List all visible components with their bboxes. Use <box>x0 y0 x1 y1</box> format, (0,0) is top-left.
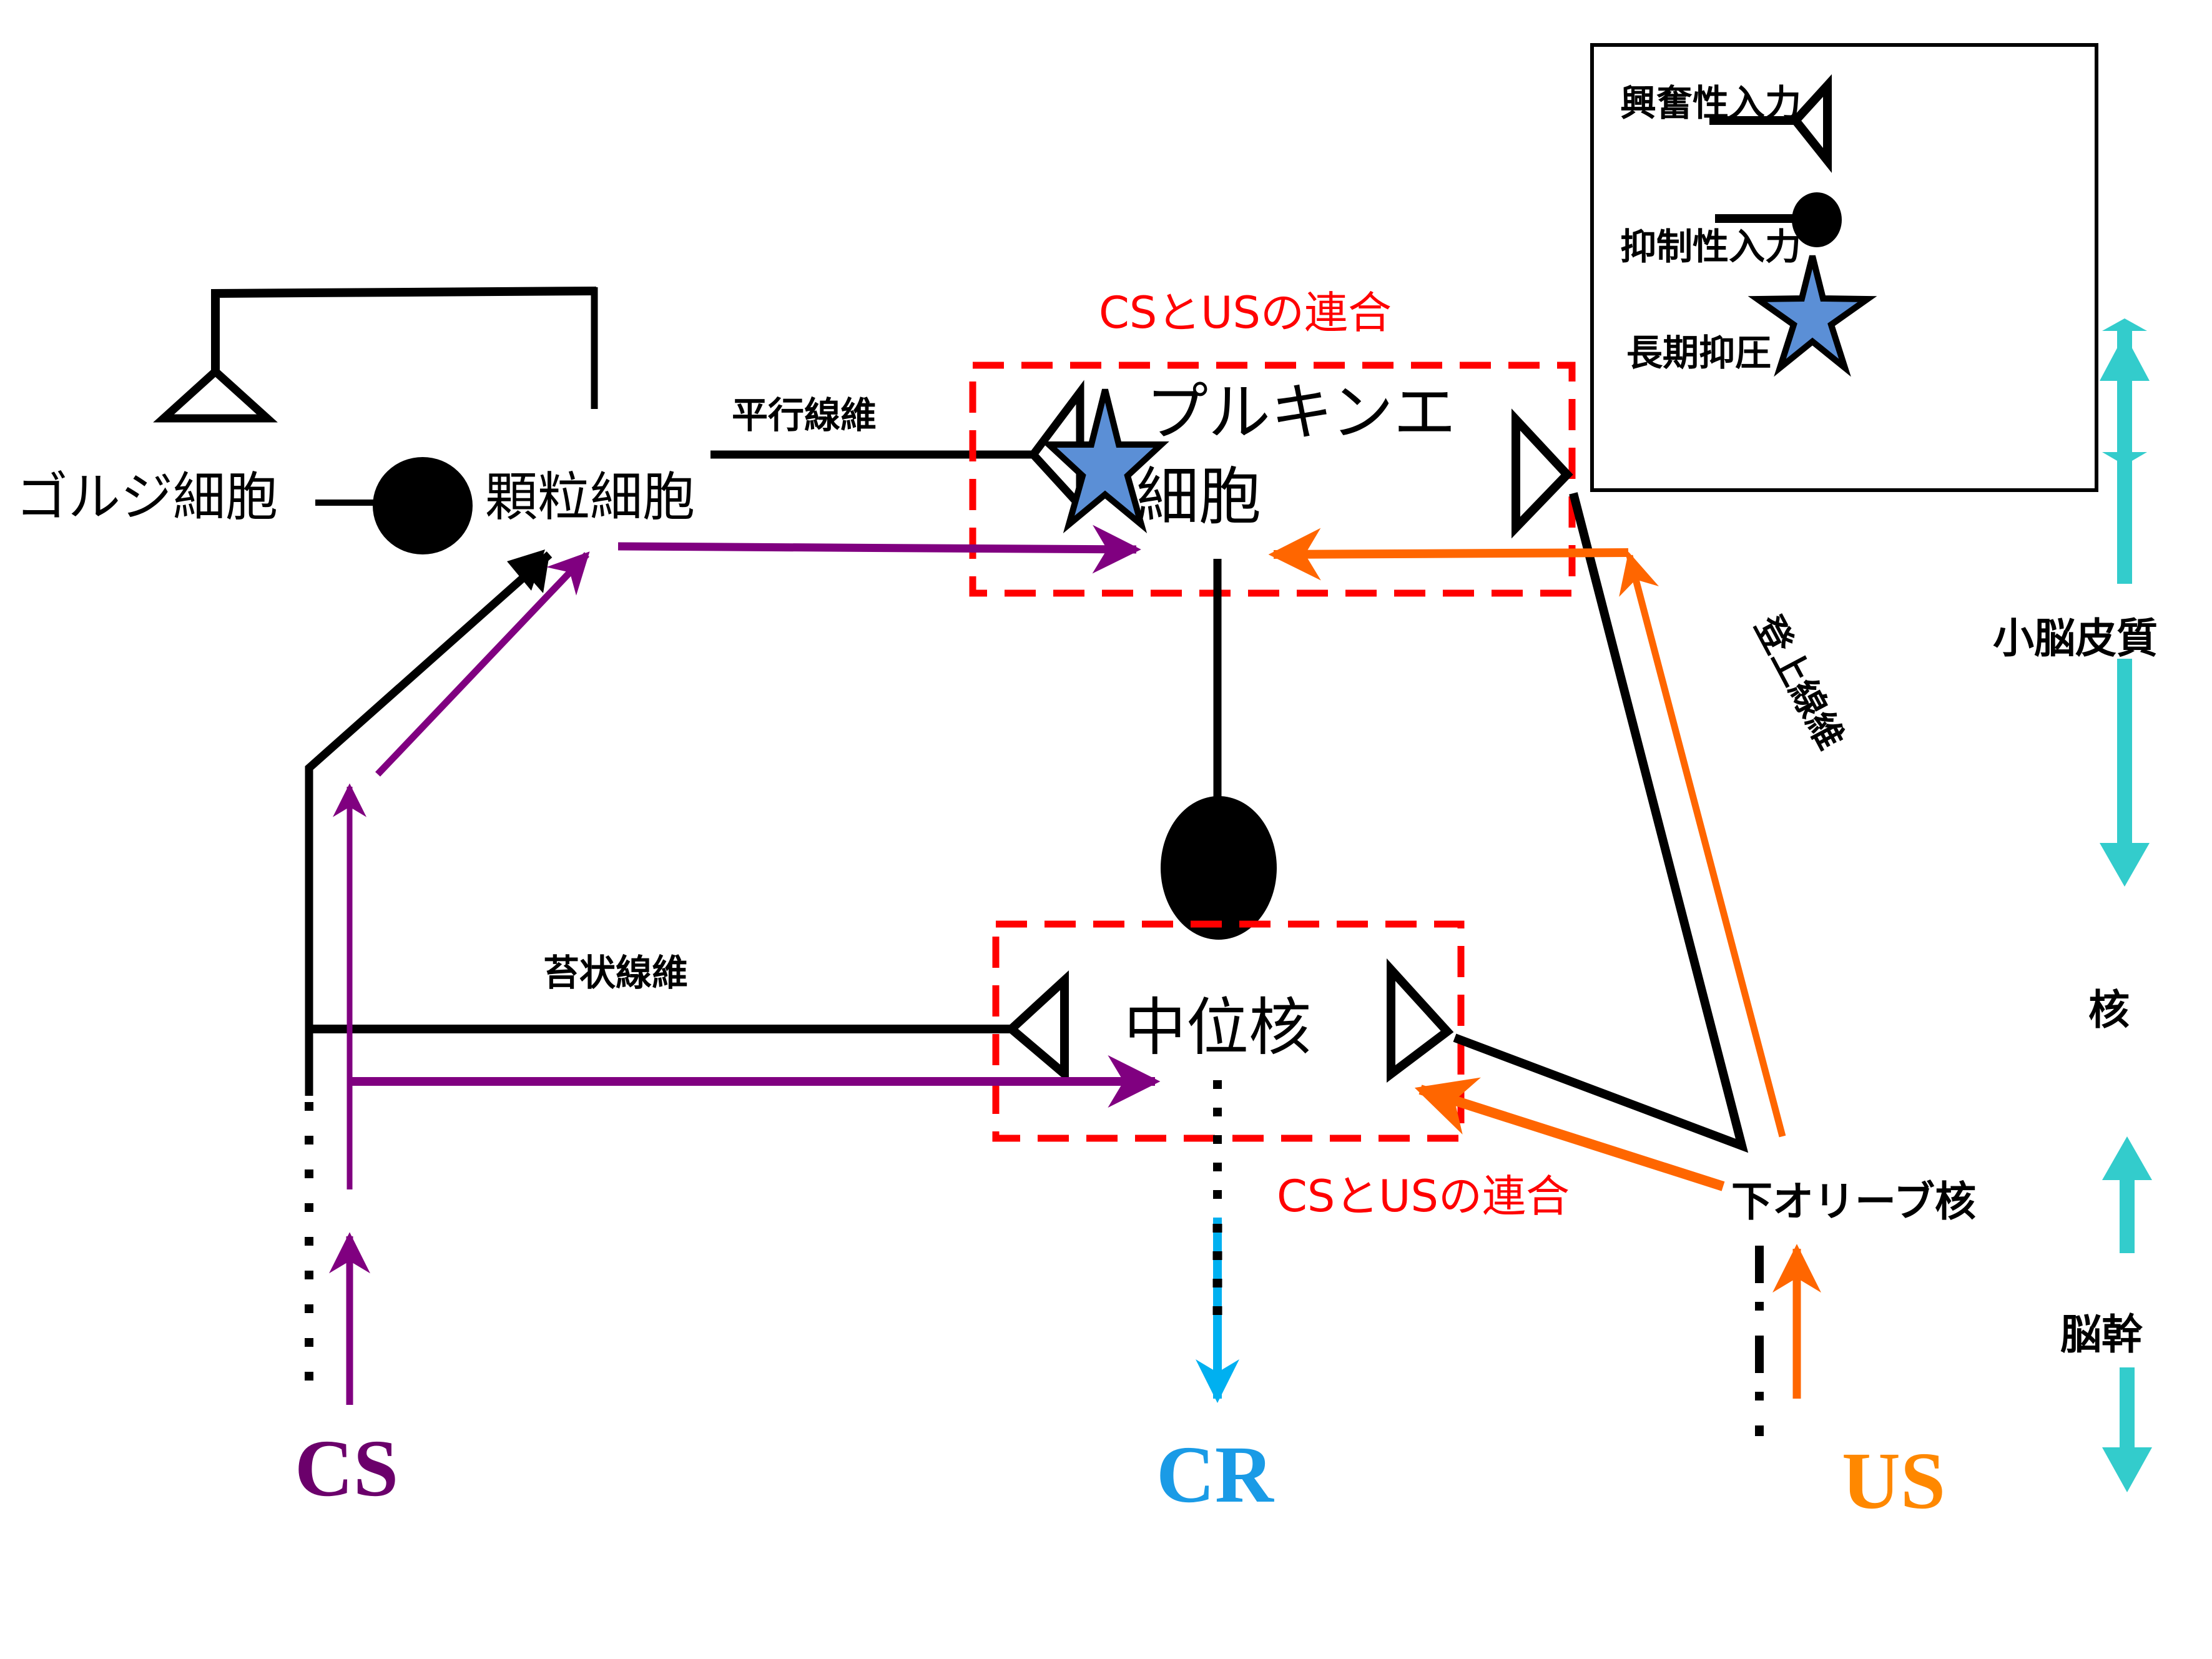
golgi-inhibitory-terminal <box>373 457 473 554</box>
brainstem-label: 脳幹 <box>2060 1311 2143 1359</box>
cerebellar-cortex-label: 小脳皮質 <box>1993 614 2158 662</box>
parallel-fiber: 平行線維 <box>710 380 1169 534</box>
us-pathway: 下オリーブ核 CSとUSの連合 US <box>1268 528 1976 1526</box>
golgi-cell-circuit: ゴルジ細胞 顆粒細胞 <box>16 287 695 554</box>
legend-ltd-label: 長期抑圧 <box>1626 332 1771 374</box>
cs-pathway: CS <box>295 524 1161 1514</box>
cerebellar-cortex-double-arrow <box>2100 318 2150 887</box>
ltd-star <box>1041 388 1169 534</box>
golgi-excitatory-terminal <box>153 366 278 423</box>
us-label: US <box>1842 1436 1945 1526</box>
golgi-cell-label: ゴルジ細胞 <box>16 466 278 528</box>
legend: 興奮性入力 抑制性入力 長期抑圧 <box>1590 43 2098 492</box>
climbing-collateral-excitatory-terminal <box>1387 958 1454 1083</box>
purkinje-inhibitory-terminal <box>1161 796 1277 940</box>
interpositus-label: 中位核 <box>1124 991 1311 1064</box>
inferior-olive-label: 下オリーブ核 <box>1731 1178 1976 1226</box>
cs-parallel-fiber-arrow <box>617 524 1141 574</box>
legend-frame <box>1590 43 2098 492</box>
purkinje-cell-label-1: プルキンエ <box>1146 376 1456 449</box>
parallel-fiber-label: 平行線維 <box>732 394 877 436</box>
ltd-star-icon <box>1747 255 1877 377</box>
association-box-cortex <box>969 362 1576 597</box>
cr-output: CR <box>1156 1218 1275 1520</box>
us-climbing-arrow <box>1619 551 1786 1138</box>
climbing-fiber-excitatory-terminal <box>1512 408 1573 539</box>
us-to-nucleus-arrow <box>1414 1077 1725 1191</box>
association-label-nucleus: CSとUSの連合 <box>1277 1171 1570 1222</box>
inhibitory-synapse-icon <box>1715 192 1842 247</box>
mossy-fiber-label: 苔状線維 <box>543 952 688 994</box>
purkinje-cell-label-2: 細胞 <box>1136 460 1261 533</box>
mossy-fiber-excitatory-terminal <box>1005 970 1069 1084</box>
excitatory-synapse-icon <box>1709 74 1832 174</box>
nucleus-region-label: 核 <box>2088 986 2130 1034</box>
cr-label: CR <box>1156 1430 1275 1520</box>
golgi-axon <box>211 287 597 372</box>
climbing-fiber-label: 登上線維 <box>1746 608 1852 757</box>
region-markers: 小脳皮質 核 脳幹 <box>1993 318 2158 1492</box>
brainstem-double-arrow <box>2102 1136 2152 1492</box>
association-label-cortex: CSとUSの連合 <box>1099 287 1392 338</box>
purkinje-cell-region: CSとUSの連合 プルキンエ 細胞 <box>969 287 1576 940</box>
legend-inhibitory-label: 抑制性入力 <box>1620 225 1801 268</box>
cs-label: CS <box>295 1424 398 1514</box>
cs-to-granule-arrow <box>375 551 590 777</box>
us-to-purkinje-arrow <box>1268 528 1629 581</box>
mossy-fiber-pathway: 苔状線維 <box>305 549 1011 1405</box>
granule-cell-label: 顆粒細胞 <box>485 466 695 528</box>
interpositus-nucleus-region: 中位核 <box>992 920 1465 1317</box>
